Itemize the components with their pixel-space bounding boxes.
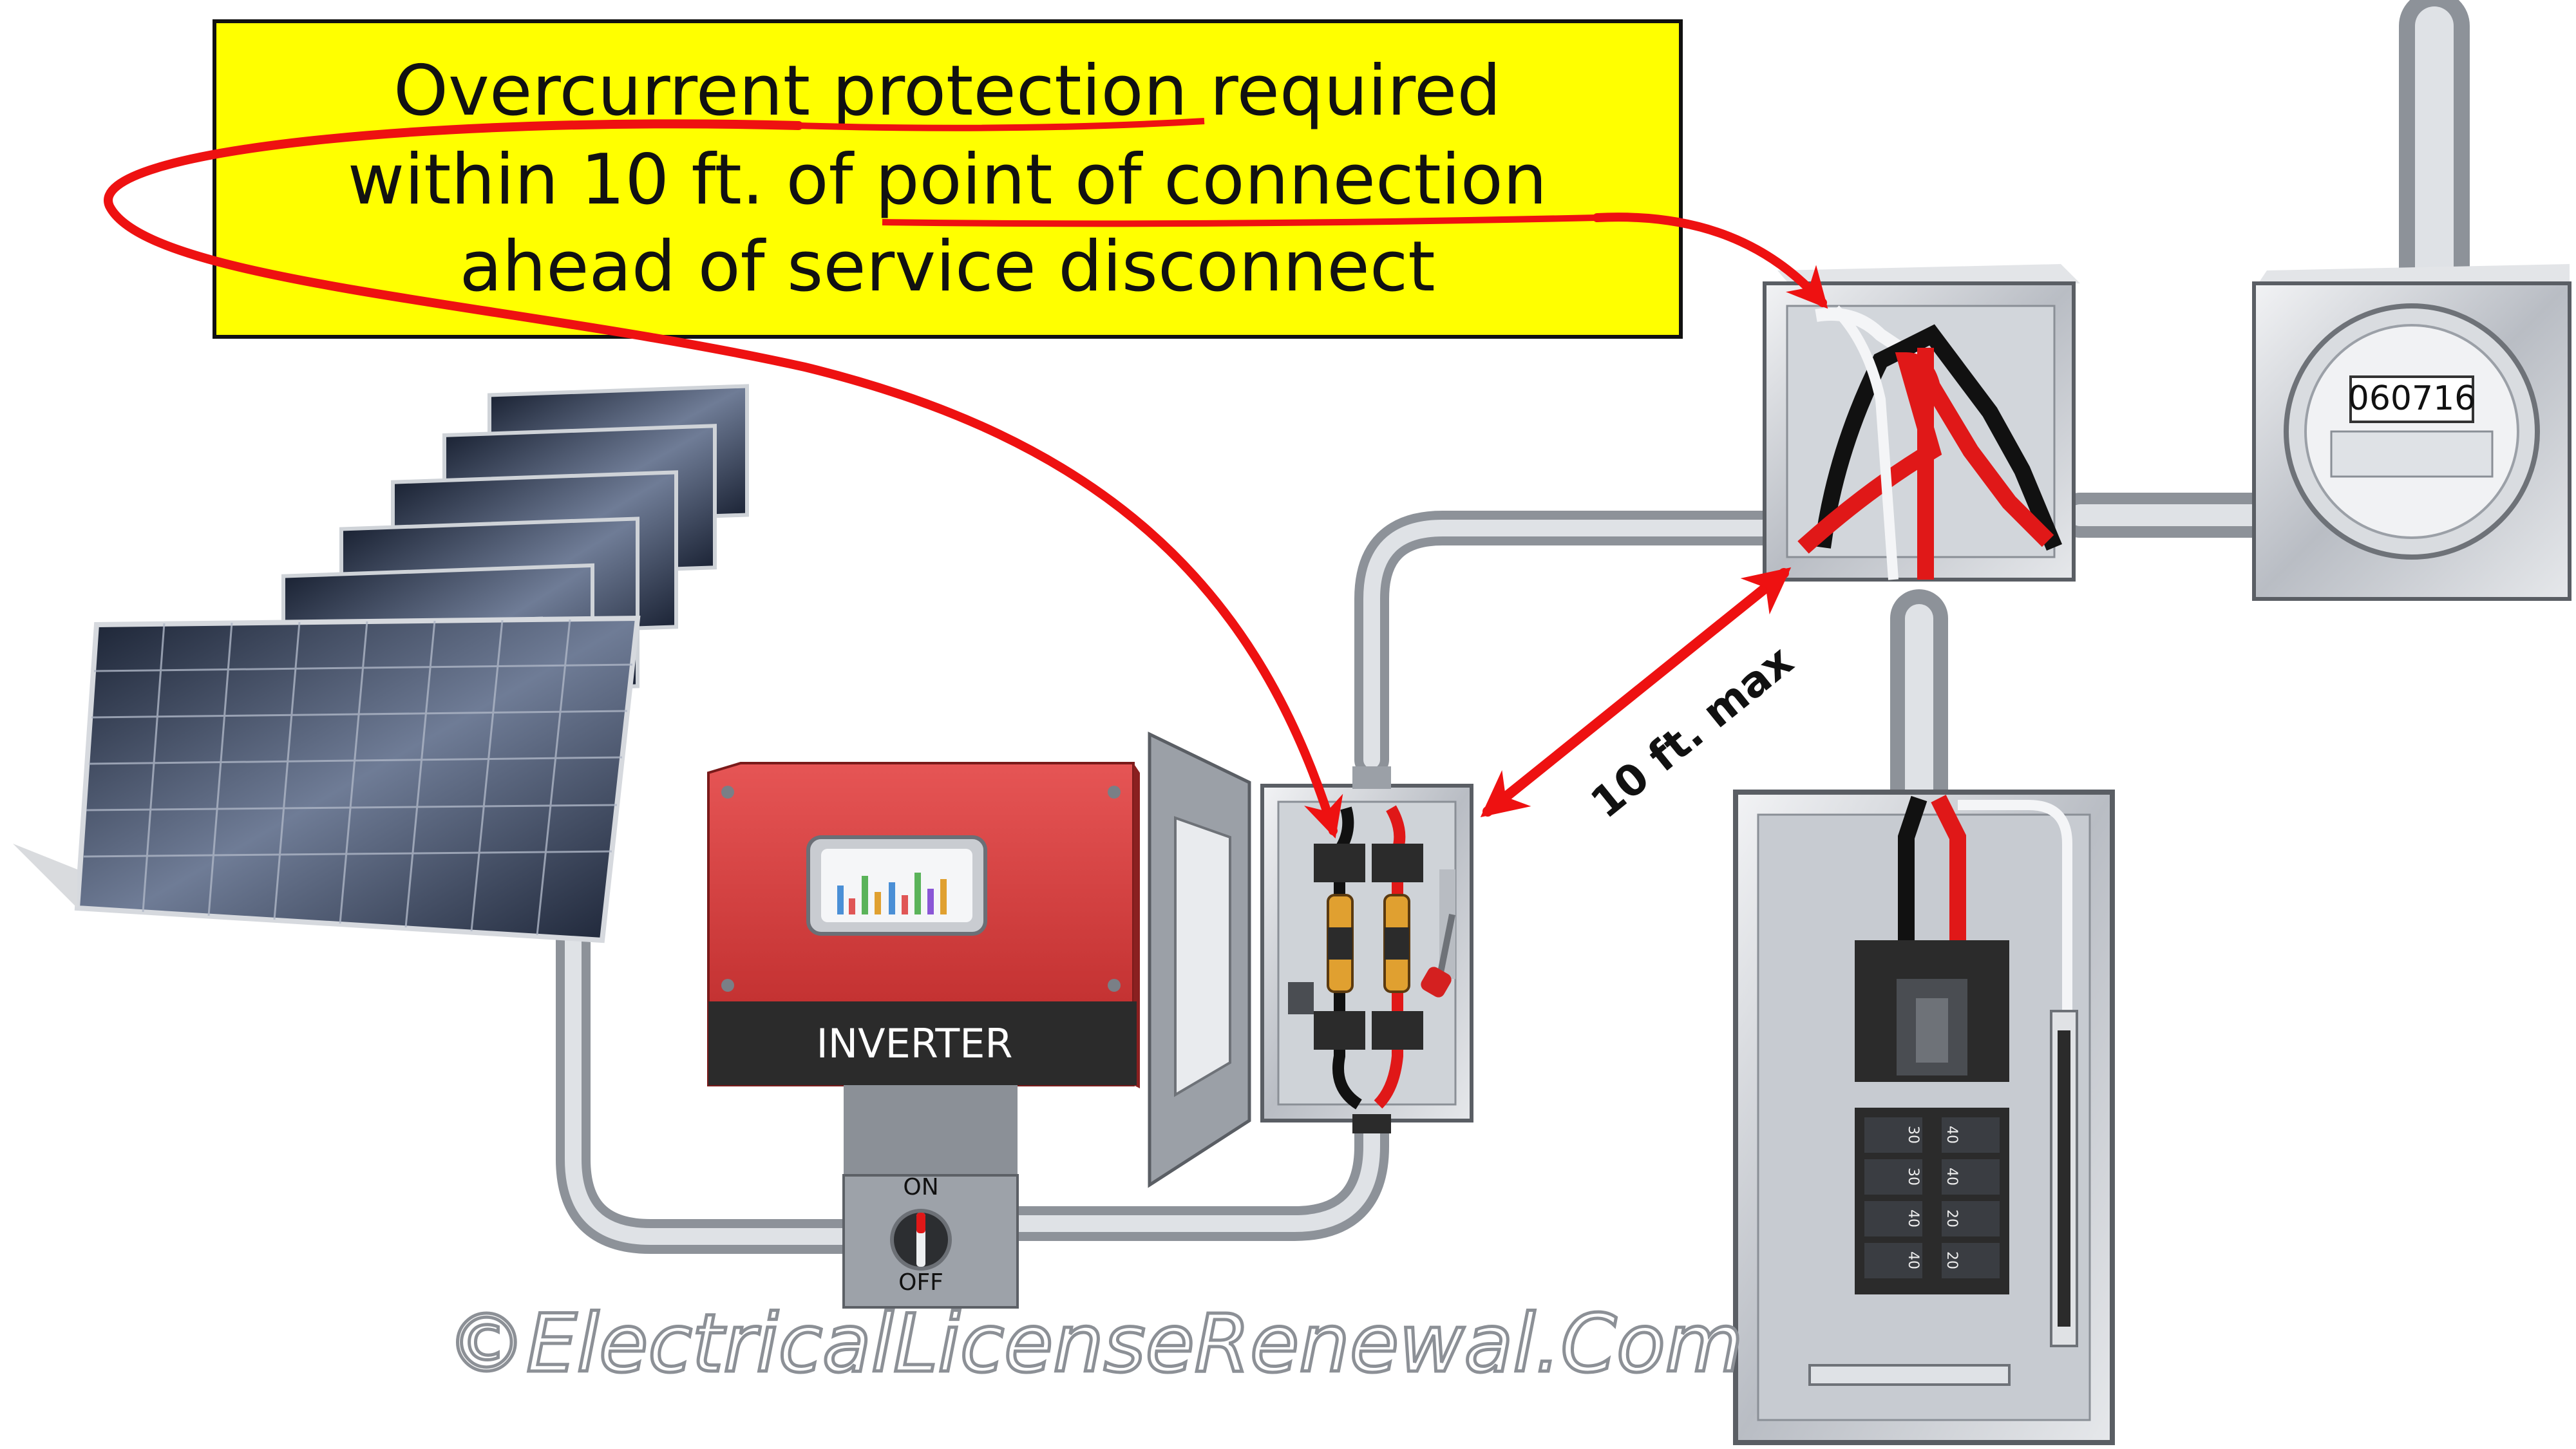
neutral-bus-bar <box>2050 1010 2078 1347</box>
underline-point-of-connection <box>882 214 1598 227</box>
callout-line-1: Overcurrent protection required <box>393 51 1501 131</box>
arrow-to-fuses <box>104 119 1343 839</box>
meter-reading: 060716 <box>2348 379 2476 418</box>
conduit-runs <box>556 0 2470 1254</box>
inverter: INVERTER <box>707 762 1140 1088</box>
solar-array <box>13 384 749 943</box>
callout-box: Overcurrent protection required within 1… <box>213 19 1683 339</box>
switch-on-label: ON <box>903 1174 938 1200</box>
breaker-rating: 40 <box>1944 1168 1960 1186</box>
breaker-rating: 40 <box>1905 1209 1921 1227</box>
breaker-rating: 30 <box>1905 1126 1921 1144</box>
inverter-label: INVERTER <box>817 1020 1013 1067</box>
underline-overcurrent-protection <box>798 118 1205 131</box>
arrow-to-point-of-connection <box>1593 213 1828 309</box>
breaker-rating: 20 <box>1944 1251 1960 1269</box>
utility-meter: 060716 <box>2252 264 2571 601</box>
annotation-arrows <box>104 119 1828 839</box>
breaker-rating: 30 <box>1905 1168 1921 1186</box>
breakers-left-column: 30 30 40 40 <box>1864 1117 1922 1278</box>
fuse-left <box>1327 894 1354 993</box>
watermark: ©ElectricalLicenseRenewal.Com <box>446 1298 1743 1390</box>
main-service-panel: 30 30 40 40 40 40 20 20 <box>1733 790 2115 1445</box>
breaker-rating: 40 <box>1944 1126 1960 1144</box>
disconnect-handle <box>1421 869 1455 998</box>
solar-panel-front <box>74 615 641 943</box>
arrow-10ft-max <box>1480 567 1792 818</box>
fused-disconnect <box>1148 732 1473 1188</box>
callout-line-2: within 10 ft. of point of connection <box>348 140 1547 220</box>
fuse-right <box>1383 894 1410 993</box>
breakers-right-column: 40 40 20 20 <box>1942 1117 2000 1278</box>
breaker-rating: 20 <box>1944 1209 1960 1227</box>
switch-off-label: OFF <box>898 1269 943 1296</box>
main-breaker <box>1855 940 2009 1082</box>
ground-bus-bar <box>1808 1364 2011 1386</box>
breaker-rating: 40 <box>1905 1251 1921 1269</box>
ac-rotary-switch: ON OFF <box>842 1085 1019 1309</box>
callout-line-3: ahead of service disconnect <box>459 227 1435 307</box>
tap-junction-box <box>1763 264 2080 582</box>
inverter-display <box>806 835 987 936</box>
